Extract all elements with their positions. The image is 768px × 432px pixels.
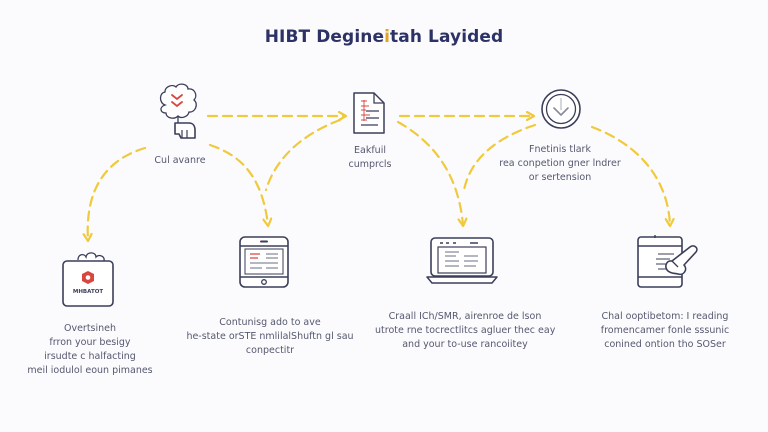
node-1-icon: [155, 83, 205, 145]
arrow-node3-to-node7: [590, 125, 670, 225]
node-5-label: Contunisg ado to ave he-state orSTE nmli…: [185, 316, 355, 358]
node-3-icon: [540, 88, 582, 134]
node-2-icon: [352, 91, 386, 139]
node-5-label-line: conpectitr: [245, 345, 295, 356]
node-4-icon: MHBATOT: [60, 252, 116, 312]
node-3-label-line: rea conpetion gner lndrer: [499, 158, 621, 169]
node-6-label-line: Craall ICh/SMR, airenroe de lson: [388, 311, 542, 322]
node-7-label-line: fromencamer fonle sssunic: [600, 325, 730, 336]
node-5-label-line: he-state orSTE nmlilalShuftn gl sau: [186, 331, 354, 342]
document-icon: [353, 92, 385, 134]
diagram-title: HIBT Degineitah Layided: [0, 27, 768, 47]
node-5-icon: [238, 235, 290, 293]
node-3-label-line: Fnetinis tlark: [529, 144, 591, 155]
arrow-node2-to-node6: [396, 120, 463, 225]
arrow-node2-to-node5: [264, 118, 342, 192]
node-3-label-line: or sertension: [528, 172, 592, 183]
node-4-label-line: irsudte c halfacting: [44, 351, 136, 362]
node-7-label-line: Chal ooptibetom: I reading: [601, 311, 729, 322]
bag-badge-text: MHBATOT: [73, 289, 104, 295]
node-4-label: Overtsineh frron your besigy irsudte c h…: [20, 322, 160, 378]
node-6-label-line: and your to-use rancoiitey: [402, 339, 528, 350]
tree-hand-icon: [159, 83, 197, 139]
node-6-label: Craall ICh/SMR, airenroe de lson utrote …: [375, 310, 555, 352]
node-1-label: Cul avanre: [120, 154, 240, 168]
node-3-label: Fnetinis tlark rea conpetion gner lndrer…: [480, 143, 640, 185]
node-6-icon: [426, 236, 498, 290]
tablet-icon: [239, 236, 289, 288]
node-6-label-line: utrote rne tocrectlitcs agluer thec eay: [375, 325, 556, 336]
title-text-accent: i: [384, 27, 391, 47]
shopping-bag-icon: MHBATOT: [62, 252, 114, 307]
node-4-label-line: Overtsineh: [63, 323, 117, 334]
node-7-label-line: conined ontion tho SOSer: [604, 339, 726, 350]
title-text-part1: HIBT Degine: [264, 27, 385, 47]
arrow-node1-to-node5: [208, 143, 268, 225]
download-circle-icon: [541, 89, 581, 129]
title-text-part2: tah Layided: [390, 27, 504, 47]
checklist-pen-icon: [637, 235, 698, 288]
node-2-label: Eakfuil cumprcls: [320, 144, 420, 172]
node-5-label-line: Contunisg ado to ave: [219, 317, 321, 328]
node-4-label-line: meil iodulol eoun pimanes: [27, 365, 153, 376]
node-2-label-line: Eakfuil: [354, 145, 386, 156]
node-7-icon: [636, 233, 702, 293]
node-4-label-line: frron your besigy: [49, 337, 131, 348]
node-7-label: Chal ooptibetom: I reading fromencamer f…: [590, 310, 740, 352]
node-1-label-line: Cul avanre: [154, 155, 206, 166]
arrow-node3-to-node6: [462, 123, 537, 192]
laptop-icon: [426, 237, 498, 284]
node-2-label-line: cumprcls: [348, 159, 392, 170]
